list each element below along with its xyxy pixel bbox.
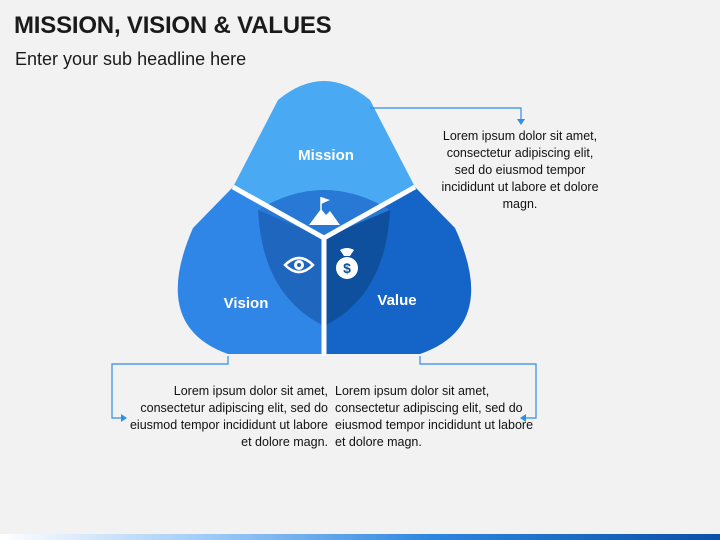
money-bag-icon: $ bbox=[336, 248, 358, 279]
center-vision-part bbox=[258, 210, 324, 326]
vision-description: Lorem ipsum dolor sit amet, consectetur … bbox=[129, 384, 328, 449]
mission-connector bbox=[370, 107, 522, 121]
page-subtitle: Enter your sub headline here bbox=[15, 49, 247, 69]
vision-arrowhead bbox=[121, 414, 127, 422]
connector-arrowheads bbox=[121, 119, 526, 422]
connector-lines bbox=[111, 107, 537, 419]
mission-label: Mission bbox=[298, 147, 354, 164]
value-label: Value bbox=[377, 292, 416, 309]
segment-dividers bbox=[231, 184, 417, 356]
page-title: MISSION, VISION & VALUES bbox=[14, 12, 332, 39]
mission-segment[interactable] bbox=[233, 81, 415, 238]
eye-icon bbox=[283, 256, 315, 274]
bottom-gradient-bar bbox=[0, 534, 720, 540]
value-arrowhead bbox=[520, 414, 526, 422]
mission-arrowhead bbox=[517, 119, 525, 125]
vision-label: Vision bbox=[224, 295, 269, 312]
value-connector bbox=[419, 356, 537, 419]
value-description: Lorem ipsum dolor sit amet, consectetur … bbox=[335, 384, 534, 449]
svg-text:$: $ bbox=[343, 260, 351, 276]
flag-mountain-icon bbox=[309, 197, 340, 225]
mission-description: Lorem ipsum dolor sit amet, consectetur … bbox=[441, 129, 599, 211]
vision-connector bbox=[111, 356, 229, 419]
